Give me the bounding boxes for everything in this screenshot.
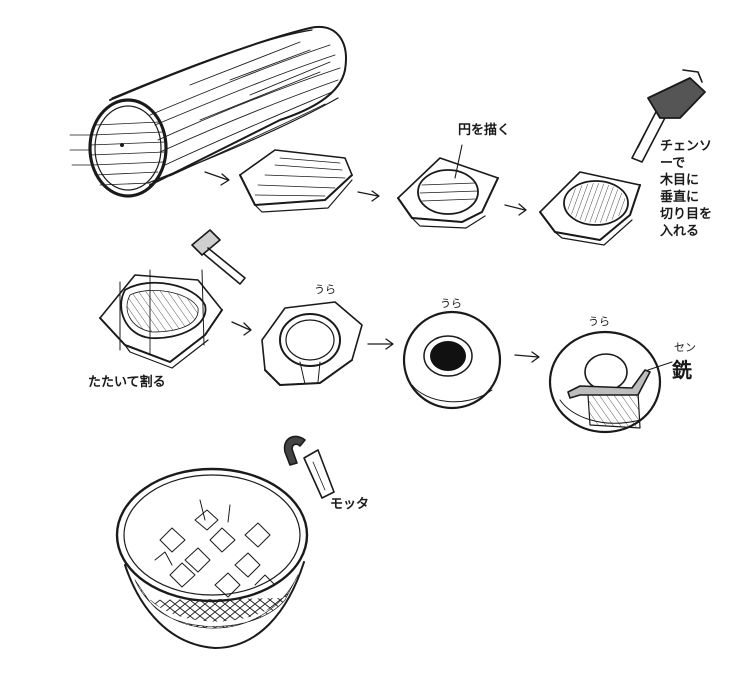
label-chainsaw-line-2: 木目に <box>660 173 700 188</box>
label-chainsaw-line-5: 入れる <box>660 224 700 239</box>
octagon-blank-illustration <box>261 301 363 386</box>
label-sen-reading: セン <box>674 341 696 354</box>
label-motta: モッタ <box>330 497 370 512</box>
motta-tool-icon <box>283 435 335 499</box>
label-ura-3: うら <box>588 315 610 328</box>
wood-block-illustration <box>239 149 353 213</box>
label-ura-1: うら <box>314 283 336 296</box>
basket-of-chips-illustration <box>115 467 309 649</box>
label-sen-kanji: 銑 <box>672 358 692 382</box>
disk-with-sen-illustration <box>548 330 662 434</box>
block-with-cut-illustration <box>539 171 641 246</box>
split-block-illustration <box>99 269 223 369</box>
arrow-5 <box>231 321 252 336</box>
sen-blade-icon <box>567 361 673 399</box>
arrow-1 <box>204 171 230 186</box>
label-ura-2: うら <box>440 297 462 310</box>
label-chainsaw-line-1: チェンソーで <box>660 139 713 171</box>
label-tap-split: たたいて割る <box>88 375 166 390</box>
block-with-circle-illustration <box>397 144 499 229</box>
log-illustration <box>69 25 347 198</box>
arrow-2 <box>357 190 380 202</box>
label-chainsaw-line-4: 切り目を <box>660 207 713 222</box>
arrow-7 <box>514 351 540 363</box>
arrow-3 <box>504 203 527 216</box>
label-chainsaw-instructions: チェンソーで 木目に 垂直に 切り目を 入れる <box>660 138 722 240</box>
hammer-icon <box>191 229 246 285</box>
arrow-6 <box>367 338 394 350</box>
label-chainsaw-line-3: 垂直に <box>660 190 700 205</box>
chainsaw-icon <box>631 69 706 163</box>
round-disk-illustration <box>402 310 502 410</box>
label-draw-circle: 円を描く <box>458 123 511 138</box>
